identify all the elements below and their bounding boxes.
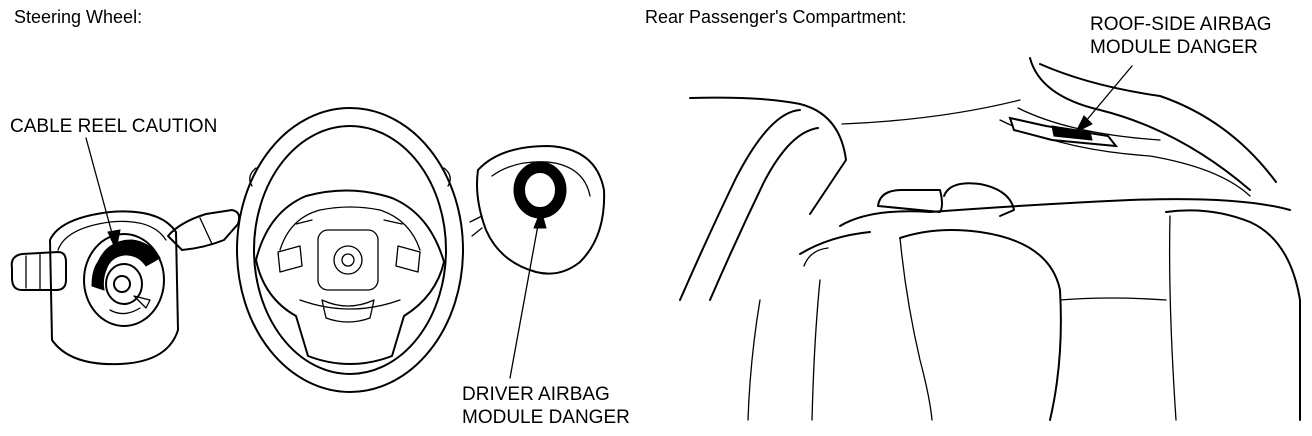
rear-compartment-view bbox=[679, 57, 1301, 421]
driver-airbag-label-line2: MODULE DANGER bbox=[462, 407, 630, 428]
roof-side-airbag-label-line1: ROOF-SIDE AIRBAG bbox=[1090, 14, 1272, 35]
roof-side-airbag-module bbox=[1008, 116, 1119, 148]
driver-airbag-module bbox=[469, 145, 606, 275]
roof-side-airbag-label-line2: MODULE DANGER bbox=[1090, 37, 1258, 58]
rear-compartment-section-title: Rear Passenger's Compartment: bbox=[645, 7, 907, 27]
driver-airbag-label-line1: DRIVER AIRBAG bbox=[462, 384, 610, 405]
cable-reel bbox=[83, 233, 165, 327]
steering-wheel-section-title: Steering Wheel: bbox=[14, 7, 143, 27]
steering-wheel bbox=[236, 107, 464, 393]
cable-reel-caution-label: CABLE REEL CAUTION bbox=[10, 116, 218, 137]
combination-switch-assembly bbox=[10, 209, 241, 366]
